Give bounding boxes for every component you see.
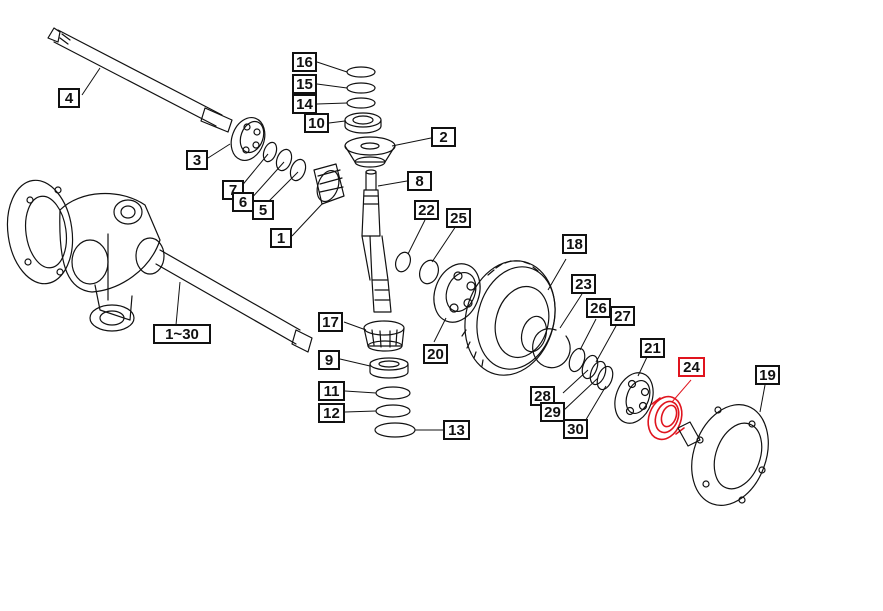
callout-8[interactable]: 8 [407, 171, 432, 191]
pinion-gear-17 [363, 320, 405, 352]
callout-23[interactable]: 23 [571, 274, 596, 294]
callout-22[interactable]: 22 [414, 200, 439, 220]
bearing-9 [369, 357, 409, 379]
callout-2[interactable]: 2 [431, 127, 456, 147]
shim-22 [394, 251, 412, 273]
callout-14[interactable]: 14 [292, 94, 317, 114]
pinion-shaft-8 [361, 169, 392, 313]
callout-17[interactable]: 17 [318, 312, 343, 332]
axle-shaft-lower [155, 249, 313, 353]
callout-29[interactable]: 29 [540, 402, 565, 422]
callout-4[interactable]: 4 [58, 88, 80, 108]
callout-26[interactable]: 26 [586, 298, 611, 318]
side-gear-1 [313, 163, 345, 205]
leader-lines [81, 61, 766, 431]
axle-shaft-upper [47, 27, 233, 133]
bevel-gear-2 [344, 136, 396, 168]
snap-ring-23 [532, 328, 571, 369]
callout-5[interactable]: 5 [252, 200, 274, 220]
callout-21[interactable]: 21 [640, 338, 665, 358]
bearing-10 [344, 112, 382, 134]
callout-3[interactable]: 3 [186, 150, 208, 170]
callout-27[interactable]: 27 [610, 306, 635, 326]
callout-20[interactable]: 20 [423, 344, 448, 364]
bearing-21 [614, 372, 654, 424]
callout-11[interactable]: 11 [318, 381, 345, 401]
callout-18[interactable]: 18 [562, 234, 587, 254]
callout-assembly-1-30[interactable]: 1~30 [153, 324, 211, 344]
callout-19[interactable]: 19 [755, 365, 780, 385]
callout-9[interactable]: 9 [318, 350, 340, 370]
differential-housing [6, 179, 165, 332]
callout-13[interactable]: 13 [443, 420, 470, 440]
flange-shaft-19 [677, 404, 769, 506]
bearing-20 [433, 263, 481, 323]
shims-5-6-7 [262, 141, 307, 182]
callout-10[interactable]: 10 [304, 113, 329, 133]
ring-gear-18 [461, 260, 556, 376]
shims-26-27-28-29-30 [568, 347, 614, 391]
callout-1[interactable]: 1 [270, 228, 292, 248]
callout-12[interactable]: 12 [318, 403, 345, 423]
bearing-3 [230, 117, 266, 161]
callout-25[interactable]: 25 [446, 208, 471, 228]
callout-15[interactable]: 15 [292, 74, 317, 94]
callout-24-highlighted[interactable]: 24 [678, 357, 705, 377]
callout-28[interactable]: 28 [530, 386, 555, 406]
callout-16[interactable]: 16 [292, 52, 317, 72]
callout-6[interactable]: 6 [232, 192, 254, 212]
shim-16-15-14 [346, 66, 376, 109]
shims-11-12-13 [374, 386, 416, 438]
callout-30[interactable]: 30 [563, 419, 588, 439]
